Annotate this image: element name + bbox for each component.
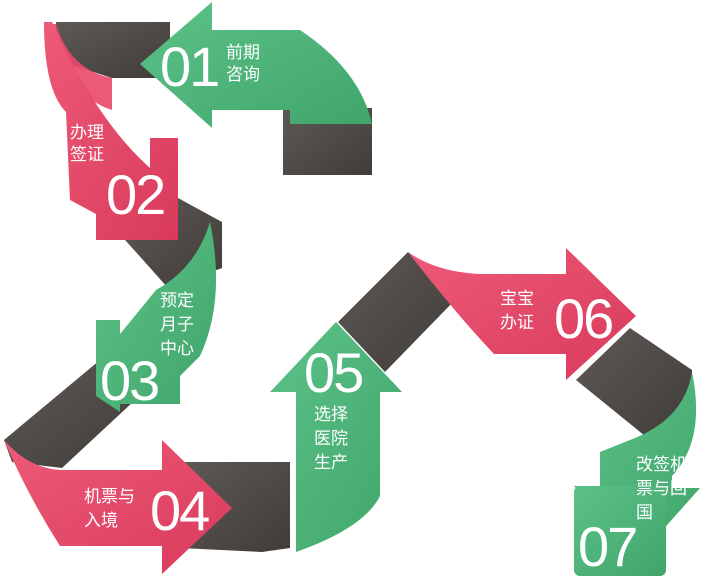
step-03-label-line-3: 中心 [160, 339, 194, 359]
step-05-arrow [270, 322, 402, 552]
step-04-label-line-2: 入境 [84, 511, 118, 531]
step-03-arrow [96, 222, 217, 412]
step-04-arrow [4, 440, 232, 574]
step-04-label-line-1: 机票与 [84, 487, 135, 507]
step-03-number: 03 [100, 349, 158, 412]
step-07: 改签机 票与回 国 07 [574, 372, 700, 578]
ribbon-segment [338, 252, 455, 372]
ribbon-segment [576, 328, 692, 440]
step-07-label-line-1: 改签机 [636, 455, 687, 475]
step-07-label-line-2: 票与回 [636, 479, 687, 499]
step-01-label-line-2: 咨询 [226, 65, 260, 85]
step-01-ribbon-fold [52, 24, 112, 110]
step-05: 05 选择 医院 生产 [270, 322, 402, 552]
step-06-label-line-1: 宝宝 [500, 289, 534, 309]
step-02: 办理 签证 02 [44, 22, 178, 240]
step-05-label-line-3: 生产 [314, 453, 348, 473]
step-01-label-line-1: 前期 [226, 43, 260, 63]
step-07-base [574, 486, 666, 576]
step-05-number: 05 [304, 341, 362, 404]
step-06-label-line-2: 办证 [500, 313, 534, 333]
step-02-number: 02 [106, 163, 164, 226]
step-07-label-line-3: 国 [636, 503, 653, 523]
step-06-arrow [408, 248, 636, 380]
step-04-number: 04 [150, 479, 209, 542]
step-04: 机票与 入境 04 [4, 440, 232, 574]
step-01-number: 01 [160, 35, 218, 98]
step-01: 01 前期 咨询 [52, 2, 372, 128]
step-02-label-line-1: 办理 [70, 123, 104, 143]
step-03: 预定 月子 中心 03 [96, 222, 217, 412]
step-05-label-line-1: 选择 [314, 405, 348, 425]
step-03-label-line-2: 月子 [160, 315, 194, 335]
step-03-label-line-1: 预定 [160, 291, 194, 311]
ribbon-segment [283, 108, 372, 175]
step-02-arrow [44, 22, 178, 240]
step-07-number: 07 [578, 515, 636, 578]
step-05-label-line-2: 医院 [314, 429, 348, 449]
step-06-number: 06 [554, 287, 612, 350]
step-06: 宝宝 办证 06 [408, 248, 636, 380]
step-02-label-line-2: 签证 [70, 145, 104, 165]
step-01-arrow [140, 2, 372, 128]
